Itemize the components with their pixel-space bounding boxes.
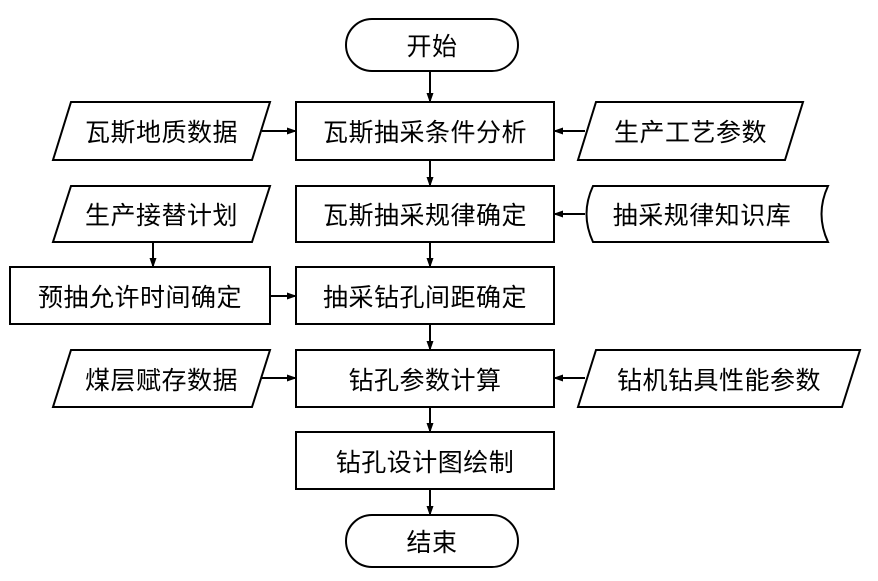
drill-rig-params-data <box>576 349 862 408</box>
pre-drain-time-box <box>9 266 271 325</box>
production-plan-data <box>51 185 272 243</box>
gas-extraction-analysis-box <box>295 101 555 161</box>
drill-spacing-box <box>295 266 555 325</box>
drill-drawing-box <box>295 431 555 490</box>
coal-seam-data <box>51 349 272 408</box>
process-params-data <box>576 101 805 161</box>
drill-params-box <box>295 349 555 408</box>
start-terminal <box>345 18 519 72</box>
extraction-law-box <box>295 185 555 243</box>
end-terminal <box>345 514 519 568</box>
knowledge-base-storage <box>585 185 830 243</box>
gas-geology-data <box>51 101 272 161</box>
